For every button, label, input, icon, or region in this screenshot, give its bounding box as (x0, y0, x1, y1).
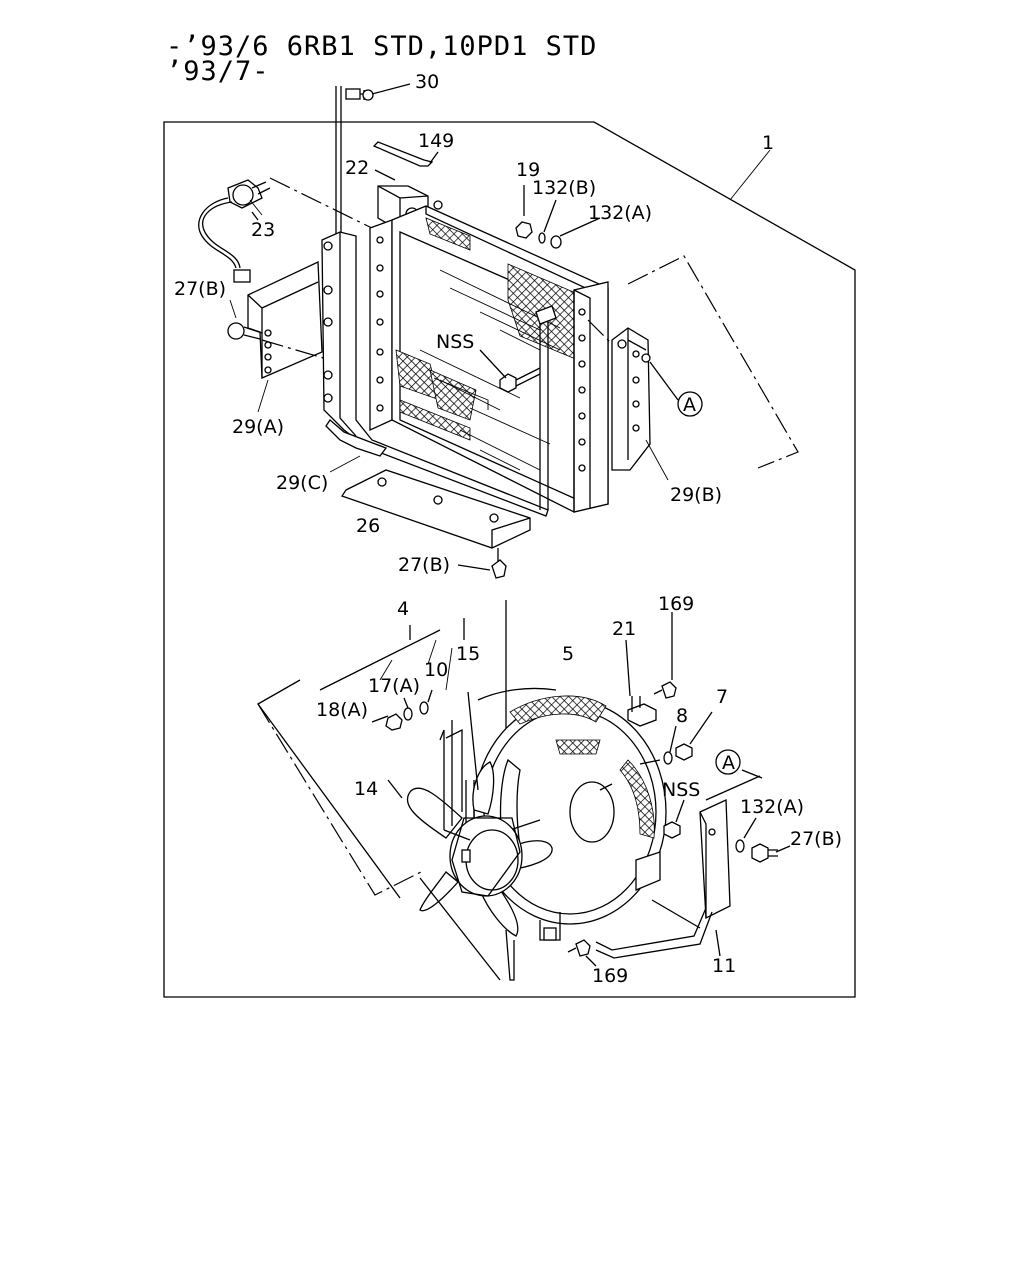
strip-149 (372, 141, 434, 167)
nut-7 (675, 743, 693, 761)
callout-11: 11 (712, 955, 736, 977)
washer-132b (538, 232, 546, 244)
callout-26: 26 (356, 515, 380, 537)
header-line-2: ’93/7- (166, 56, 270, 87)
callout-19: 19 (516, 159, 540, 181)
callout-22: 22 (345, 157, 369, 179)
callout-10: 10 (424, 659, 448, 681)
ref-a-top-label: A (683, 394, 696, 416)
callout-149: 149 (418, 130, 454, 152)
bracket-29a (247, 260, 323, 379)
callout-27b-bottom: 27(B) (398, 554, 450, 576)
bolt-nss-top (479, 349, 541, 393)
callout-14: 14 (354, 778, 378, 800)
callout-labels: 30 149 22 19 132(B) 132(A) 1 23 27(B) NS… (174, 71, 842, 987)
callout-169-bottom: 169 (592, 965, 628, 987)
condenser-assembly (198, 83, 799, 579)
bolt-27b-right (751, 843, 791, 863)
stay-11 (595, 775, 761, 959)
callout-7: 7 (716, 686, 728, 708)
stay-14 (443, 720, 471, 841)
washer-132a-top (550, 235, 562, 249)
fan-assembly (257, 600, 791, 981)
ref-circle-a-top (677, 391, 703, 417)
ref-circle-a-bottom (715, 749, 741, 775)
callout-18a: 18(A) (316, 699, 368, 721)
callout-nss-bottom: NSS (662, 779, 700, 801)
group-outline-4 (257, 629, 441, 899)
callout-27b-left: 27(B) (174, 278, 226, 300)
header-line-1: -’93/6 6RB1 STD,10PD1 STD (166, 31, 598, 62)
callout-23: 23 (251, 219, 275, 241)
callout-1: 1 (762, 132, 774, 154)
rail-29c (325, 419, 388, 457)
washer-8 (663, 751, 673, 765)
callout-29c: 29(C) (276, 472, 328, 494)
washer-10 (419, 701, 429, 715)
nut-18a (385, 713, 403, 731)
strap-26 (340, 469, 531, 549)
callout-5: 5 (562, 643, 574, 665)
assembly-frame (163, 121, 856, 998)
pressure-switch-23 (198, 179, 271, 283)
callout-nss-top: NSS (436, 331, 474, 353)
callout-132a-top: 132(A) (588, 202, 652, 224)
fan-blade-15 (406, 691, 553, 981)
callout-21: 21 (612, 618, 636, 640)
washer-132a-bottom (735, 839, 745, 853)
bracket-21 (625, 639, 657, 727)
bracket-29b (611, 327, 651, 471)
core-sidebar-right (573, 281, 609, 513)
bolt-169-bottom (567, 939, 597, 967)
bolt-169-top (653, 612, 677, 699)
callout-15: 15 (456, 643, 480, 665)
bolt-nss-bottom (663, 799, 685, 839)
callout-17a: 17(A) (368, 675, 420, 697)
callout-29a: 29(A) (232, 416, 284, 438)
bolt-27b-left (227, 322, 263, 340)
callout-4: 4 (397, 598, 409, 620)
callout-132b: 132(B) (532, 177, 596, 199)
callout-8: 8 (676, 705, 688, 727)
callout-169-top: 169 (658, 593, 694, 615)
callout-27b-right: 27(B) (790, 828, 842, 850)
callout-29b: 29(B) (670, 484, 722, 506)
callout-30: 30 (415, 71, 439, 93)
callout-132a-bottom: 132(A) (740, 796, 804, 818)
washer-17a (403, 707, 413, 721)
nut-19 (515, 185, 533, 239)
bolt-27b-bottom (457, 548, 507, 579)
ref-a-bottom-label: A (722, 752, 735, 774)
